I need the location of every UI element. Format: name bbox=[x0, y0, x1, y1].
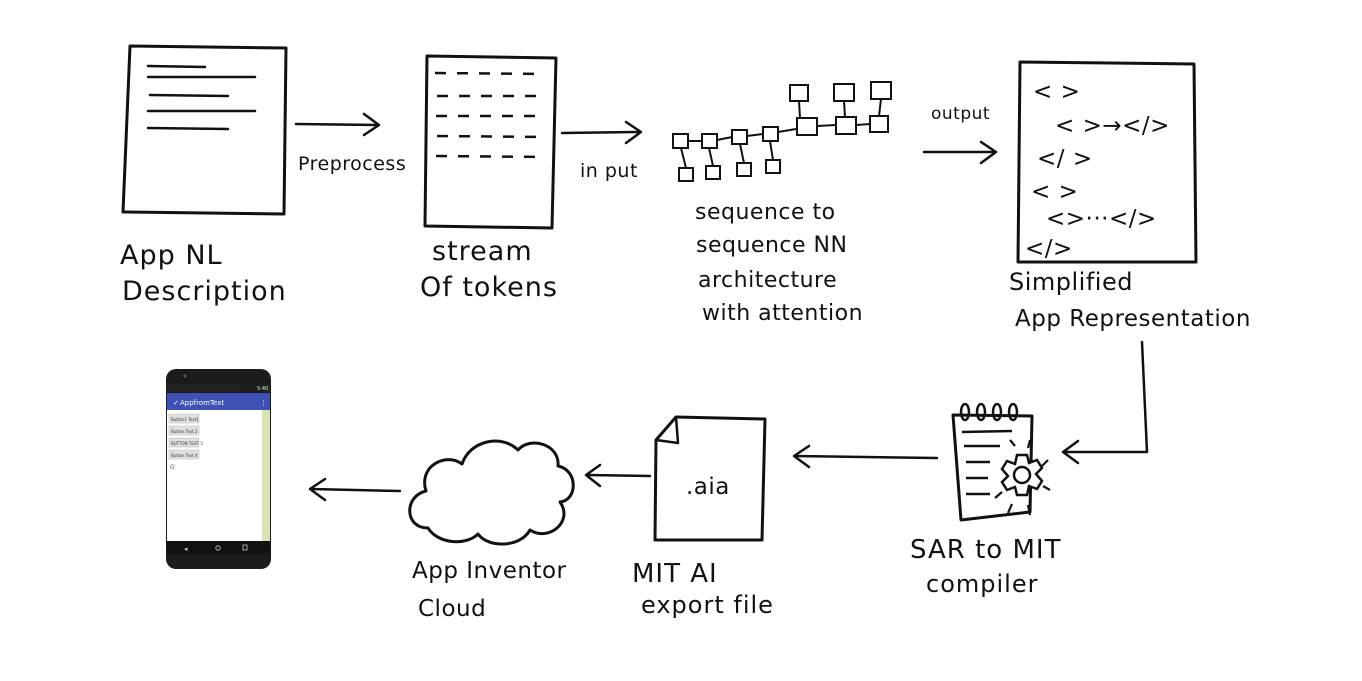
export-file-label-1: MIT AI bbox=[632, 559, 718, 589]
nl-description-label-2: Description bbox=[122, 276, 287, 307]
compiler-label-2: compiler bbox=[926, 570, 1038, 598]
seq2seq-label-1: sequence to bbox=[695, 200, 836, 225]
seq2seq-label-3: architecture bbox=[698, 268, 837, 293]
android-logo-icon: ✓ bbox=[173, 399, 179, 407]
sar-code-line-1: < > bbox=[1033, 79, 1080, 105]
sar-code-line-4: < > bbox=[1031, 179, 1078, 205]
token-stream-label-2: Of tokens bbox=[420, 272, 558, 303]
compiler-notepad-gear-icon bbox=[951, 402, 1051, 522]
back-nav-icon: ◂ bbox=[184, 545, 188, 553]
compiler-label-1: SAR to MIT bbox=[910, 535, 1061, 565]
token-stream-document-icon bbox=[423, 54, 558, 230]
overflow-menu-icon: ⋮ bbox=[260, 399, 267, 407]
cloud-label-2: Cloud bbox=[418, 596, 486, 622]
export-to-cloud-arrow-icon bbox=[584, 463, 652, 488]
phone-button-3: BUTTON TEXT 3 bbox=[171, 441, 203, 446]
nl-description-label-1: App NL bbox=[120, 240, 223, 271]
phone-app-title: AppfromText bbox=[180, 399, 224, 407]
preprocess-arrow-icon bbox=[294, 112, 381, 137]
input-arrow-icon bbox=[560, 120, 643, 145]
aia-file-extension: .aia bbox=[686, 474, 730, 500]
sar-to-compiler-arrow-icon bbox=[1061, 340, 1149, 465]
input-label: in put bbox=[580, 160, 638, 182]
seq2seq-network-icon bbox=[672, 81, 892, 182]
phone-button-1: Button1 Text1 bbox=[171, 417, 199, 422]
aia-file-icon bbox=[653, 415, 767, 542]
cloud-icon bbox=[408, 439, 575, 546]
compiler-to-export-arrow-icon bbox=[792, 444, 939, 469]
recents-nav-icon bbox=[242, 544, 248, 551]
cloud-to-phone-arrow-icon bbox=[308, 477, 402, 502]
sar-code-line-3: </ > bbox=[1037, 146, 1093, 172]
phone-extra-char: G bbox=[170, 464, 175, 471]
output-arrow-icon bbox=[922, 140, 998, 165]
phone-button-2: Button Text 2 bbox=[171, 429, 198, 434]
export-file-label-2: export file bbox=[641, 591, 774, 619]
seq2seq-label-2: sequence NN bbox=[696, 233, 847, 258]
home-nav-icon bbox=[215, 545, 221, 551]
token-stream-label-1: stream bbox=[432, 236, 533, 267]
sar-label-1: Simplified bbox=[1009, 268, 1133, 296]
cloud-label-1: App Inventor bbox=[412, 558, 567, 584]
sar-document-icon bbox=[1016, 60, 1198, 264]
sar-code-line-6: </> bbox=[1025, 236, 1073, 262]
sar-label-2: App Representation bbox=[1015, 306, 1251, 332]
sar-code-line-2: < >→</> bbox=[1055, 113, 1170, 139]
preprocess-label: Preprocess bbox=[298, 153, 406, 175]
nl-description-document-icon bbox=[121, 44, 288, 216]
phone-status-time: 5:40 bbox=[257, 386, 268, 392]
sar-code-line-5: <>···</> bbox=[1046, 206, 1157, 232]
phone-button-4: Button Text 4 bbox=[171, 453, 198, 458]
seq2seq-label-4: with attention bbox=[702, 301, 863, 326]
output-label: output bbox=[931, 104, 990, 124]
smartphone-app-preview: 5:40 AppfromText ✓ ⋮ Button1 Text1 Butto… bbox=[166, 369, 271, 569]
